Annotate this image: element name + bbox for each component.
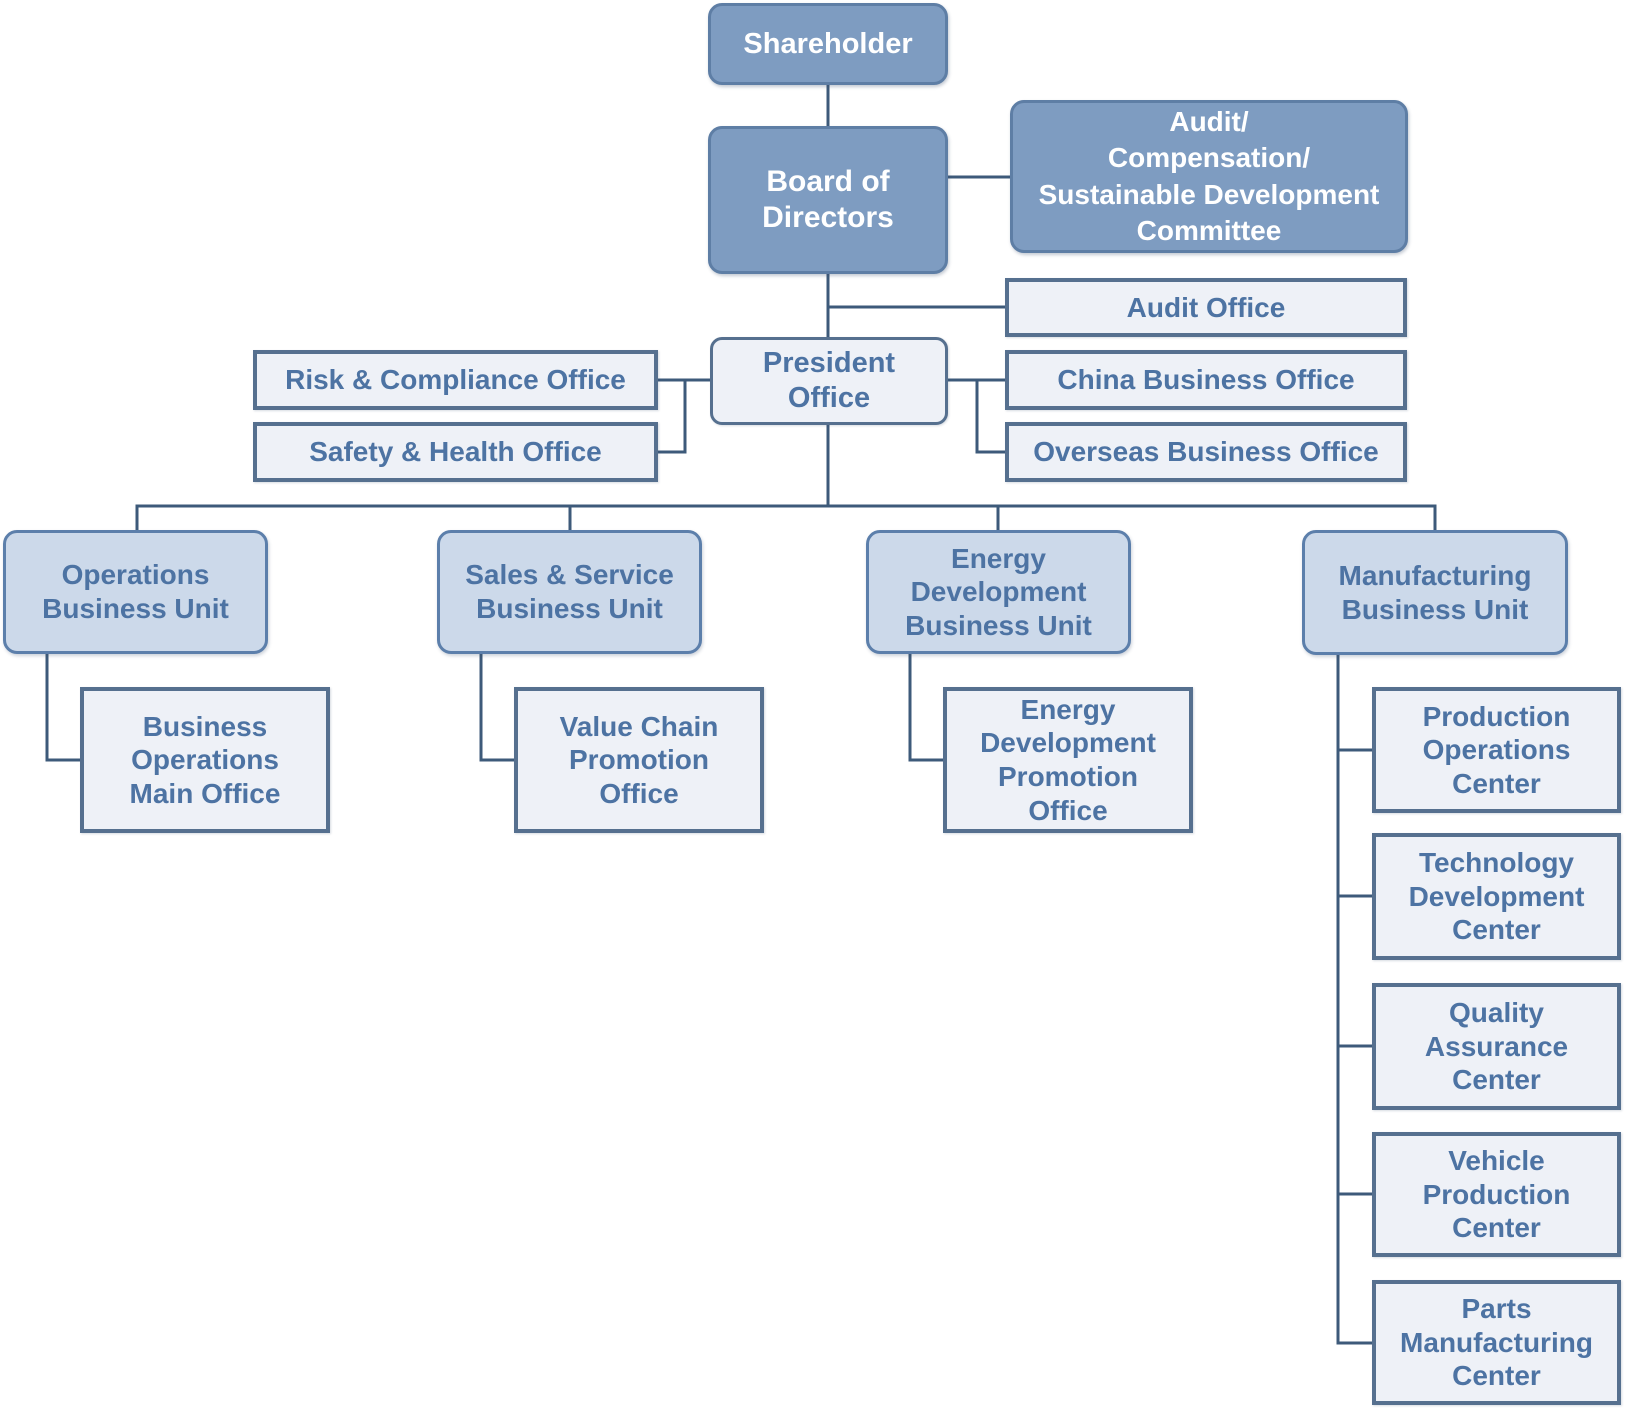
node-manufacturing-business-unit: Manufacturing Business Unit [1302, 530, 1568, 655]
node-vehicle-production-center-label: Vehicle Production Center [1422, 1145, 1571, 1244]
node-president-office-label: President Office [762, 347, 896, 414]
node-energy-development-business-unit: Energy Development Business Unit [866, 530, 1131, 654]
node-value-chain-promotion-office-label: Value Chain Promotion Office [559, 710, 719, 809]
node-china-business-office: China Business Office [1005, 350, 1407, 410]
node-risk-compliance-office: Risk & Compliance Office [253, 350, 658, 410]
node-risk-compliance-office-label: Risk & Compliance Office [285, 364, 626, 396]
node-committee-label: Audit/ Compensation/ Sustainable Develop… [1038, 105, 1380, 246]
node-operations-business-unit-label: Operations Business Unit [42, 559, 229, 624]
node-safety-health-office-label: Safety & Health Office [309, 436, 602, 468]
node-board-of-directors-label: Board of Directors [762, 165, 894, 234]
node-energy-development-promotion-office: Energy Development Promotion Office [943, 687, 1193, 833]
node-technology-development-center-label: Technology Development Center [1408, 847, 1585, 946]
node-audit-office-label: Audit Office [1126, 291, 1286, 323]
node-overseas-business-office-label: Overseas Business Office [1033, 436, 1379, 468]
node-audit-office: Audit Office [1005, 278, 1407, 337]
node-safety-health-office: Safety & Health Office [253, 422, 658, 482]
node-quality-assurance-center-label: Quality Assurance Center [1424, 997, 1569, 1096]
node-vehicle-production-center: Vehicle Production Center [1372, 1132, 1621, 1257]
node-shareholder: Shareholder [708, 3, 948, 85]
node-sales-service-business-unit: Sales & Service Business Unit [437, 530, 702, 654]
node-technology-development-center: Technology Development Center [1372, 833, 1621, 960]
node-business-operations-main-office: Business Operations Main Office [80, 687, 330, 833]
node-parts-manufacturing-center-label: Parts Manufacturing Center [1400, 1293, 1593, 1392]
node-operations-business-unit: Operations Business Unit [3, 530, 268, 654]
node-shareholder-label: Shareholder [743, 27, 913, 60]
node-energy-development-business-unit-label: Energy Development Business Unit [905, 542, 1092, 641]
node-business-operations-main-office-label: Business Operations Main Office [129, 710, 281, 809]
node-sales-service-business-unit-label: Sales & Service Business Unit [465, 559, 674, 624]
node-president-office: President Office [710, 337, 948, 425]
node-board-of-directors: Board of Directors [708, 126, 948, 274]
node-production-operations-center: Production Operations Center [1372, 687, 1621, 813]
node-overseas-business-office: Overseas Business Office [1005, 422, 1407, 482]
node-energy-development-promotion-office-label: Energy Development Promotion Office [980, 693, 1156, 826]
node-audit-compensation-sustainable-development-committee: Audit/ Compensation/ Sustainable Develop… [1010, 100, 1408, 253]
node-production-operations-center-label: Production Operations Center [1422, 700, 1571, 799]
connector-energy-child [908, 652, 945, 762]
connector-sales-child [479, 652, 516, 762]
node-value-chain-promotion-office: Value Chain Promotion Office [514, 687, 764, 833]
node-manufacturing-business-unit-label: Manufacturing Business Unit [1338, 559, 1532, 625]
node-parts-manufacturing-center: Parts Manufacturing Center [1372, 1280, 1621, 1405]
connector-operations-child [45, 652, 82, 762]
node-china-business-office-label: China Business Office [1057, 364, 1355, 396]
node-quality-assurance-center: Quality Assurance Center [1372, 983, 1621, 1110]
